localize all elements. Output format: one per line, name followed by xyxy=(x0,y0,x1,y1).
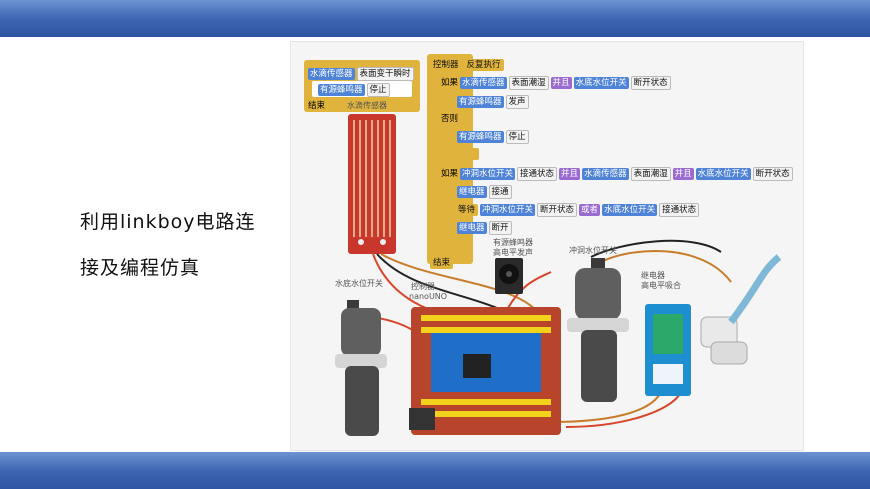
then3-device: 继电器 xyxy=(457,222,487,234)
event-sensor: 水滴传感器 xyxy=(308,68,355,80)
if1-sensor-state: 表面潮湿 xyxy=(508,76,549,90)
buzzer-module xyxy=(495,258,523,294)
if1-switch: 水底水位开关 xyxy=(573,77,629,89)
label-flush-switch: 冲洞水位开关 xyxy=(569,246,617,255)
loop-end[interactable]: 结束 xyxy=(430,257,454,269)
wait-switch: 冲洞水位开关 xyxy=(480,204,536,216)
label-controller: 控制器 xyxy=(411,282,435,291)
loop-end-label: 结束 xyxy=(430,257,454,269)
wait-or: 或者 xyxy=(579,204,601,216)
then1-device: 有源蜂鸣器 xyxy=(457,96,504,108)
if2-condition[interactable]: 如果 冲洞水位开关 接通状态 并且 水滴传感器 表面潮湿 并且 水底水位开关 断… xyxy=(441,167,793,181)
label-buzzer: 有源蜂鸣器 xyxy=(493,238,533,247)
then2-statement[interactable]: 继电器 接通 xyxy=(457,185,512,199)
if1-switch-state: 断开状态 xyxy=(630,76,671,90)
if2-sensor: 水滴传感器 xyxy=(582,168,629,180)
bottom-level-switch xyxy=(335,300,387,436)
then1-statement[interactable]: 有源蜂鸣器 发声 xyxy=(457,95,529,109)
if1-sensor: 水滴传感器 xyxy=(460,77,507,89)
loop-controller: 控制器 xyxy=(430,59,462,71)
event-body-device: 有源蜂鸣器 xyxy=(318,84,365,96)
loop-repeat: 反复执行 xyxy=(463,59,504,71)
if2-bottom-switch-state: 断开状态 xyxy=(752,167,793,181)
else-row[interactable]: 否则 xyxy=(441,113,458,125)
water-sensor-board xyxy=(348,114,396,254)
linkboy-canvas[interactable]: 水滴传感器 表面变干瞬时 有源蜂鸣器 停止 结束 控制器 反复执行 如果 水滴传… xyxy=(290,41,804,451)
event-body[interactable]: 有源蜂鸣器 停止 xyxy=(318,83,390,97)
bottom-banner xyxy=(0,452,870,489)
if2-and: 并且 xyxy=(559,168,581,180)
else-device: 有源蜂鸣器 xyxy=(457,131,504,143)
if2-bottom-switch: 水底水位开关 xyxy=(695,168,751,180)
flush-level-switch xyxy=(567,258,629,402)
if1-and: 并且 xyxy=(550,77,572,89)
if2-and-2: 并且 xyxy=(672,168,694,180)
caption-line-2: 接及编程仿真 xyxy=(80,257,201,279)
then2-action: 接通 xyxy=(488,185,512,199)
wait-bottom-switch: 水底水位开关 xyxy=(602,204,658,216)
wait-statement[interactable]: 等待 冲洞水位开关 断开状态 或者 水底水位开关 接通状态 xyxy=(455,203,700,217)
loop-header[interactable]: 控制器 反复执行 xyxy=(430,59,504,71)
if2-keyword: 如果 xyxy=(441,169,459,179)
label-buzzer-note: 高电平发声 xyxy=(493,248,533,257)
if1-keyword: 如果 xyxy=(441,78,459,88)
event-end-label: 结束 xyxy=(308,101,326,111)
event-state: 表面变干瞬时 xyxy=(356,67,414,81)
circuit-diagram xyxy=(335,114,782,436)
else-keyword: 否则 xyxy=(441,114,459,124)
controller-board xyxy=(409,307,561,435)
label-bottom-switch: 水底水位开关 xyxy=(335,279,383,288)
if1-condition[interactable]: 如果 水滴传感器 表面潮湿 并且 水底水位开关 断开状态 xyxy=(441,76,671,90)
if2-sensor-state: 表面潮湿 xyxy=(630,167,671,181)
else-action: 停止 xyxy=(505,130,529,144)
top-banner xyxy=(0,0,870,37)
water-pump xyxy=(700,254,782,365)
caption-line-1: 利用linkboy电路连 xyxy=(80,211,256,233)
label-relay-note: 高电平吸合 xyxy=(641,281,681,290)
wait-keyword: 等待 xyxy=(455,204,479,216)
then3-action: 断开 xyxy=(488,221,512,235)
event-header[interactable]: 水滴传感器 表面变干瞬时 xyxy=(308,67,414,81)
label-relay: 继电器 xyxy=(641,271,665,280)
if2-switch: 冲洞水位开关 xyxy=(460,168,516,180)
wait-bottom-switch-state: 接通状态 xyxy=(659,203,700,217)
label-water-sensor: 水滴传感器 xyxy=(347,101,387,110)
relay-module xyxy=(645,304,691,396)
then1-action: 发声 xyxy=(505,95,529,109)
wait-switch-state: 断开状态 xyxy=(537,203,578,217)
else-statement[interactable]: 有源蜂鸣器 停止 xyxy=(457,130,529,144)
if2-switch-state: 接通状态 xyxy=(517,167,558,181)
then3-statement[interactable]: 继电器 断开 xyxy=(457,221,512,235)
label-controller-model: nanoUNO xyxy=(409,292,448,301)
event-body-action: 停止 xyxy=(366,83,390,97)
then2-device: 继电器 xyxy=(457,186,487,198)
